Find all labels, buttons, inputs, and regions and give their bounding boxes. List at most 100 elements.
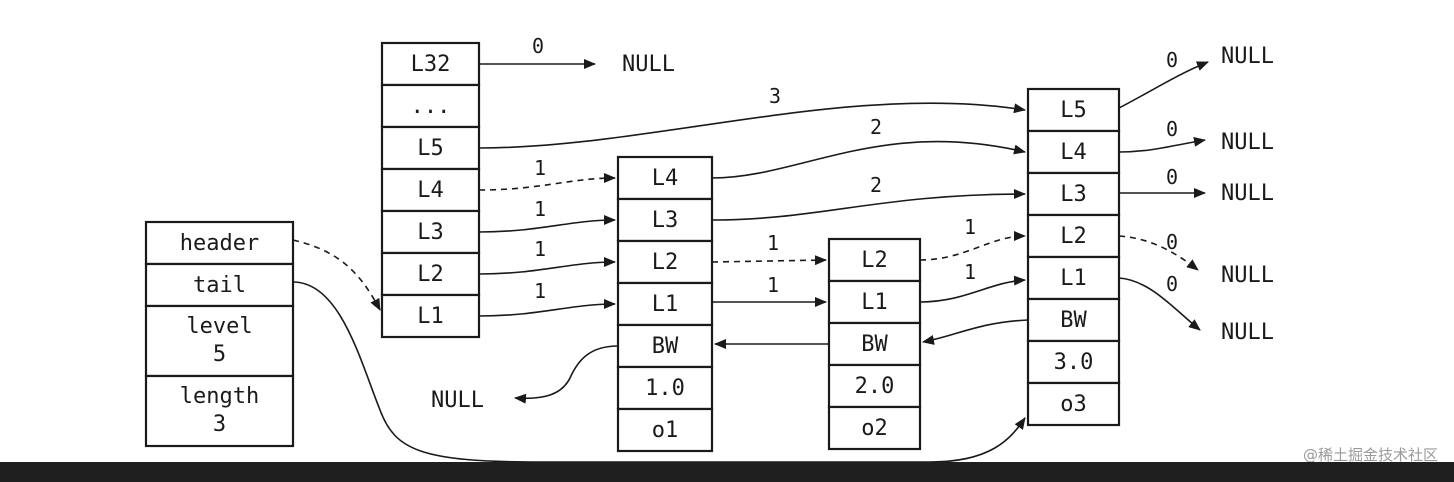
header-level-l5-label: L5	[417, 136, 444, 161]
pointers	[292, 59, 1209, 463]
null-header-l32: NULL	[622, 52, 675, 77]
o1-level-l4	[616, 155, 714, 201]
header-field-label: header	[180, 231, 259, 256]
o2-object	[827, 405, 922, 451]
header-level-l3-label: L3	[417, 220, 444, 245]
span-o1-l4: 2	[870, 115, 882, 139]
tail-field-label: tail	[193, 273, 246, 298]
tail-pointer-arrow	[292, 281, 1026, 463]
o2-l2-arrow	[919, 231, 1026, 261]
o3-backward	[1026, 297, 1121, 343]
o2-backward-label: BW	[861, 332, 888, 357]
null-o3-l1: NULL	[1221, 320, 1274, 345]
o3-level-l2-label: L2	[1060, 224, 1087, 249]
o2-level-l2-label: L2	[861, 248, 888, 273]
o3-level-l1-label: L1	[1060, 266, 1087, 291]
span-labels: 0 3 1 1 1 1 2 2 1 1 1 1 0 0 0 0 0	[532, 34, 1178, 303]
header-l1-arrow	[478, 299, 616, 317]
header-level-l4-label: L4	[417, 178, 444, 203]
o1-level-l1-label: L1	[652, 292, 679, 317]
span-o3-l3: 0	[1166, 165, 1178, 189]
o3-object-label: o3	[1060, 392, 1087, 417]
o3-l5-arrow	[1118, 61, 1209, 109]
null-o3-l3: NULL	[1221, 181, 1274, 206]
o1-l3-arrow	[711, 189, 1026, 221]
list-struct: header tail level 5 length 3	[144, 220, 295, 448]
node-o3: L5 L4 L3 L2 L1 BW 3.0 o3	[1026, 87, 1121, 427]
o2-level-l2	[827, 237, 922, 283]
o1-l2-arrow	[711, 255, 827, 266]
level-field-label: level	[186, 314, 252, 339]
watermark: @稀土掘金技术社区	[1302, 446, 1438, 464]
span-o2-l2: 1	[964, 215, 976, 239]
header-level-ellipsis-label: ...	[411, 94, 451, 119]
span-header-l1: 1	[534, 279, 546, 303]
o3-score-label: 3.0	[1054, 350, 1094, 375]
o3-level-l2	[1026, 213, 1121, 259]
o3-l4-arrow	[1118, 136, 1206, 153]
null-o3-l5: NULL	[1221, 44, 1274, 69]
o3-backward-label: BW	[1060, 308, 1087, 333]
o2-score	[827, 363, 922, 409]
o3-object	[1026, 381, 1121, 427]
o1-level-l4-label: L4	[652, 166, 679, 191]
null-o3-l2: NULL	[1221, 263, 1274, 288]
o1-l4-arrow	[711, 140, 1026, 179]
o1-score-label: 1.0	[645, 376, 685, 401]
o3-l1-arrow	[1118, 277, 1201, 331]
header-field	[144, 220, 295, 266]
o2-object-label: o2	[861, 416, 888, 441]
o3-level-l4-label: L4	[1060, 140, 1087, 165]
o3-score	[1026, 339, 1121, 385]
span-header-l2: 1	[534, 237, 546, 261]
null-terminals: NULL NULL NULL NULL NULL NULL NULL	[431, 44, 1274, 413]
o2-level-l1-label: L1	[861, 290, 888, 315]
null-o3-l4: NULL	[1221, 130, 1274, 155]
header-pointer-arrow	[292, 239, 381, 311]
span-o2-l1: 1	[964, 260, 976, 284]
node-o2: L2 L1 BW 2.0 o2	[827, 237, 922, 451]
node-o1: L4 L3 L2 L1 BW 1.0 o1	[616, 155, 714, 453]
o1-backward-label: BW	[652, 334, 679, 359]
header-level-l1-label: L1	[417, 304, 444, 329]
span-o3-l1: 0	[1166, 272, 1178, 296]
header-level-ellipsis	[380, 83, 481, 129]
header-level-l2	[380, 251, 481, 297]
o2-level-l1	[827, 279, 922, 325]
o1-level-l3-label: L3	[652, 208, 679, 233]
span-o3-l4: 0	[1166, 117, 1178, 141]
header-l3-arrow	[478, 215, 616, 233]
span-o3-l2: 0	[1166, 230, 1178, 254]
span-header-l4: 1	[534, 156, 546, 180]
o3-level-l3	[1026, 171, 1121, 217]
o2-l1-arrow	[919, 275, 1026, 303]
span-header-l5: 3	[769, 84, 781, 108]
o3-l2-arrow	[1118, 235, 1199, 271]
header-level-l2-label: L2	[417, 262, 444, 287]
header-l4-arrow	[478, 173, 616, 191]
span-header-l32: 0	[532, 34, 544, 58]
o3-level-l3-label: L3	[1060, 182, 1087, 207]
length-field-value: 3	[213, 412, 226, 437]
span-o1-l1: 1	[767, 273, 779, 297]
header-level-l32-label: L32	[411, 52, 451, 77]
o1-object	[616, 407, 714, 453]
span-o1-l2: 1	[767, 231, 779, 255]
header-l5-arrow	[478, 102, 1026, 149]
span-o3-l5: 0	[1166, 48, 1178, 72]
o3-level-l5	[1026, 87, 1121, 133]
header-node: L32 ... L5 L4 L3 L2 L1	[380, 41, 481, 339]
bottom-bar	[0, 462, 1454, 482]
o1-level-l2	[616, 239, 714, 285]
o1-level-l2-label: L2	[652, 250, 679, 275]
length-field	[144, 374, 295, 448]
length-field-label: length	[180, 384, 259, 409]
o3-backward-arrow	[922, 319, 1029, 345]
null-o1-backward: NULL	[431, 388, 484, 413]
header-l2-arrow	[478, 257, 616, 275]
span-o1-l3: 2	[870, 173, 882, 197]
o1-backward-arrow	[514, 345, 619, 404]
o2-score-label: 2.0	[855, 374, 895, 399]
o1-object-label: o1	[652, 418, 679, 443]
